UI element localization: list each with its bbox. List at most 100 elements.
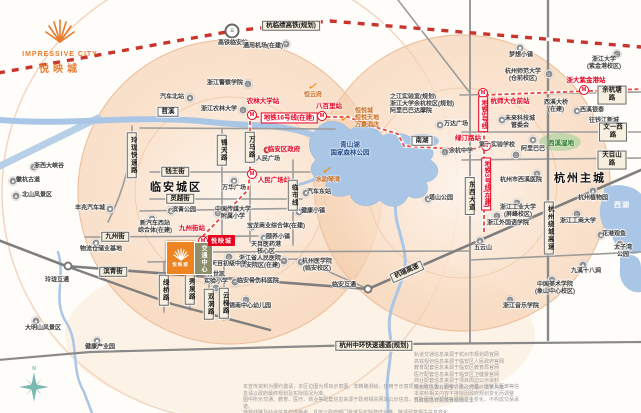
metro-line-label: 地铁5号线 bbox=[478, 96, 488, 132]
government-label: 临安区政府 bbox=[267, 146, 301, 154]
map-label: 人民广场 bbox=[255, 156, 281, 163]
building-icon: ■ bbox=[248, 155, 258, 165]
scenic-icon: ▲ bbox=[596, 230, 606, 240]
metro-station-label: 绿汀路站 bbox=[455, 135, 481, 143]
map-label: 九州街 bbox=[101, 231, 129, 243]
map-label: 颐养小镇 bbox=[265, 234, 291, 241]
school-icon: ⌂ bbox=[612, 49, 622, 59]
school-icon: ⌂ bbox=[505, 295, 515, 305]
map-label: 中国美术学院 (象山中心校区) bbox=[535, 281, 575, 295]
map-label: 塔山公园 bbox=[428, 195, 454, 202]
lake-label: 西湖 bbox=[614, 201, 630, 209]
building-icon: ■ bbox=[515, 43, 525, 53]
map-label: 新汽车西站 综合体(在建) bbox=[138, 220, 172, 234]
disclaimer-text: 本宣传资料为要约邀请，本区位图为项目示意图，非精确测绘，仅用于示意项目大致位置，… bbox=[243, 384, 519, 413]
map-label: 梦想小镇 bbox=[508, 52, 534, 59]
map-label: 宝龙商业综合体(在建) bbox=[247, 223, 305, 230]
scenic-icon: ▲ bbox=[423, 194, 433, 204]
map-label: 万达广场 bbox=[443, 121, 469, 128]
building-icon: ■ bbox=[229, 176, 239, 186]
map-label: 之江实验室(规划) 浙江大学余杭校区(规划) 阿里巴巴达摩院 bbox=[390, 94, 454, 115]
hsr-station-label: 高铁临安站 bbox=[217, 40, 249, 47]
map-label: 玲珑快速路 bbox=[126, 132, 138, 178]
map-label: 秀泉路 bbox=[184, 273, 196, 305]
map-label: 浙江农林大学 bbox=[200, 106, 238, 113]
map-label: 杭州绕城高速 bbox=[543, 201, 555, 255]
school-icon: ⌂ bbox=[243, 79, 253, 89]
map-label: 汽车北站 bbox=[159, 94, 185, 101]
map-label: 浙西大峡谷 bbox=[33, 163, 65, 170]
map-label: 临市线 bbox=[287, 179, 299, 211]
map-label: 浙江工商大学 bbox=[559, 218, 597, 225]
school-icon: ⌂ bbox=[224, 252, 234, 262]
metro-station-icon: M bbox=[247, 110, 257, 120]
project-block: 悦映城 bbox=[166, 241, 195, 275]
metro-station-label: 人民广场站 bbox=[257, 177, 291, 185]
map-label: 文一西路 bbox=[599, 122, 627, 142]
map-label: 玲珑互通 bbox=[44, 277, 70, 284]
building-icon: ■ bbox=[105, 204, 115, 214]
metro-station-icon: M bbox=[247, 169, 257, 179]
metro-line-label: 地铁3号线(在建) bbox=[481, 157, 491, 211]
building-icon: ■ bbox=[247, 222, 257, 232]
map-label: 未来科技城 管委会 bbox=[504, 115, 536, 129]
school-icon: ⌂ bbox=[440, 147, 450, 157]
water-layer bbox=[0, 114, 641, 413]
map-label: 南湖 bbox=[411, 135, 433, 147]
region-label: 杭州主城 bbox=[554, 172, 606, 185]
brand-logo: IMPRESSIVE CITY 悦映城 bbox=[12, 18, 108, 75]
metro-station-icon: M bbox=[481, 141, 491, 151]
building-icon: ■ bbox=[147, 214, 157, 224]
map-label: 云梯路 bbox=[218, 287, 230, 319]
map-label: 杭瑞高速 bbox=[389, 260, 425, 284]
metro-station-icon: M bbox=[317, 111, 327, 121]
scenic-icon: ▲ bbox=[615, 239, 625, 249]
map-label: 九溪十八涧 bbox=[570, 268, 602, 275]
building-icon: ■ bbox=[435, 120, 445, 130]
map-label: 浙江工业大学 (屏峰校区) bbox=[499, 204, 537, 218]
map-label: 浙江警察学院 bbox=[206, 80, 244, 87]
map-label: 健康小镇 bbox=[300, 208, 326, 215]
school-icon: ⌂ bbox=[213, 208, 223, 218]
map-label: 西溪银泰 bbox=[579, 107, 605, 114]
school-icon: ⌂ bbox=[211, 283, 221, 293]
map-label: 大明山风景区 bbox=[24, 325, 62, 332]
interchange-icon bbox=[363, 284, 373, 294]
metro-station-label: 九州街站 bbox=[179, 225, 205, 233]
scenic-icon: ▲ bbox=[8, 176, 18, 186]
transport-center-block: 交通中心 bbox=[194, 242, 213, 275]
map-label: 万华广场 bbox=[221, 185, 247, 192]
brand-project-label: 恒悦城 恒悦天地 万豪酒店 bbox=[355, 108, 380, 129]
map-label: 灵越街 bbox=[166, 193, 194, 205]
building-icon: ■ bbox=[528, 135, 538, 145]
region-label: 临安城区 bbox=[150, 181, 202, 194]
project-name: 悦映城 bbox=[172, 262, 189, 267]
brand-project-label: 恒云府 bbox=[303, 92, 323, 99]
hsr-station-icon: ≡ bbox=[224, 23, 240, 39]
building-icon: ■ bbox=[259, 233, 269, 243]
map-label: 往钱江新城 → bbox=[588, 117, 619, 131]
bus-station-icon: ● bbox=[301, 188, 311, 198]
metro-station-label: 八百里站 bbox=[316, 103, 342, 111]
map-label: 滨青公园 bbox=[171, 207, 197, 214]
brand-logo-en: IMPRESSIVE CITY bbox=[22, 51, 98, 58]
map-label: 锦天路 bbox=[216, 134, 228, 166]
map-label: 杭州中环快速通道(规划) bbox=[335, 340, 413, 352]
map-label: 徽杭古道 bbox=[15, 177, 41, 184]
bus-station-icon: ● bbox=[185, 93, 195, 103]
map-label: 余杭塘路 bbox=[597, 85, 627, 105]
map-label: 锦南中心幼儿园 bbox=[228, 303, 272, 310]
interchange-icon bbox=[63, 261, 73, 271]
brand-logo-icon: ✓ bbox=[320, 165, 334, 177]
map-label: 北山风景区 bbox=[21, 192, 53, 199]
scenic-icon: ▲ bbox=[11, 191, 21, 201]
lake-label: 青山湖 国家森林公园 bbox=[330, 141, 370, 156]
map-label: 余杭中学 bbox=[448, 148, 474, 155]
map-label: 东西大道 bbox=[464, 177, 476, 215]
building-icon: ■ bbox=[92, 336, 102, 346]
brand-logo-icon: ✓ bbox=[338, 113, 352, 125]
school-icon: ⌂ bbox=[547, 275, 557, 285]
school-icon: ⌂ bbox=[238, 105, 248, 115]
school-icon: ⌂ bbox=[492, 211, 502, 221]
